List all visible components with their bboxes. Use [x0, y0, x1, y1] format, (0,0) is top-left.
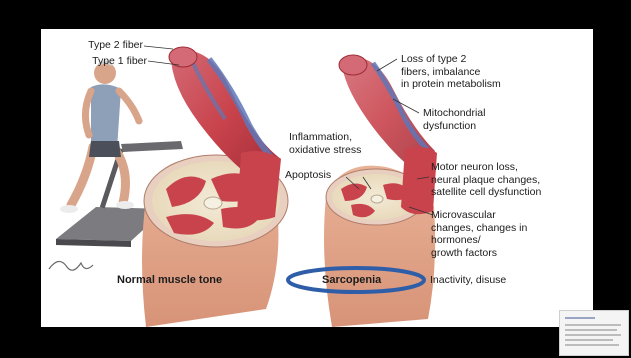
- label-type2-fiber: Type 2 fiber: [88, 39, 143, 52]
- caption-sarcopenia: Sarcopenia: [322, 274, 381, 287]
- caption-normal-muscle-tone: Normal muscle tone: [117, 274, 222, 287]
- artist-signature: [49, 261, 93, 270]
- label-motor-neuron: Motor neuron loss, neural plaque changes…: [431, 161, 541, 199]
- label-microvascular: Microvascular changes, changes in hormon…: [431, 209, 527, 259]
- label-inactivity: Inactivity, disuse: [430, 274, 506, 287]
- label-loss-type2: Loss of type 2 fibers, imbalance in prot…: [401, 53, 501, 91]
- label-mitochondrial: Mitochondrial dysfunction: [423, 107, 485, 132]
- label-inflammation: Inflammation, oxidative stress: [289, 131, 361, 156]
- document-thumbnail: [559, 310, 629, 356]
- label-type1-fiber: Type 1 fiber: [92, 55, 147, 68]
- runner-figure: [60, 62, 139, 213]
- figure-panel: Type 2 fiber Type 1 fiber Normal muscle …: [41, 29, 593, 327]
- label-apoptosis: Apoptosis: [285, 169, 331, 182]
